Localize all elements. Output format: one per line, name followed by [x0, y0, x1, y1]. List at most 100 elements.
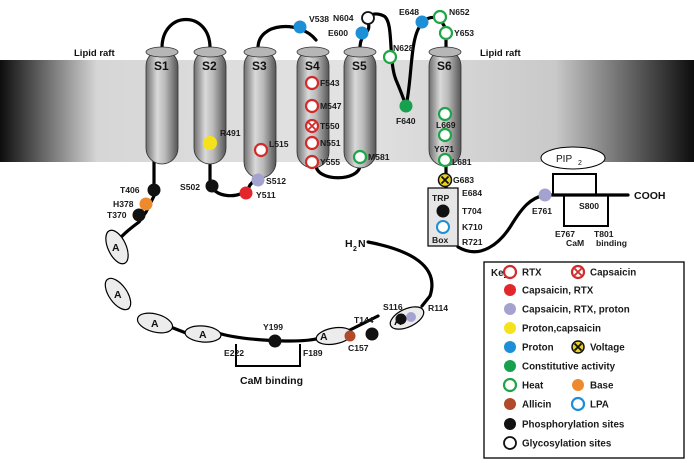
label-e600: E600 — [328, 28, 348, 38]
label-f640: F640 — [396, 116, 416, 126]
label-y555: Y555 — [320, 157, 340, 167]
label-n551: N551 — [320, 138, 341, 148]
legend-label: Allicin — [522, 400, 551, 411]
label-f189: F189 — [303, 348, 323, 358]
helix-s1: S1 — [145, 46, 179, 165]
marker-e600 — [355, 26, 369, 40]
label-e767: E767 — [555, 229, 575, 239]
label-e684: E684 — [462, 188, 482, 198]
legend-item-capsaicin-rtx-proton: Capsaicin, RTX, proton — [504, 303, 630, 316]
helix-s5-label: S5 — [352, 59, 367, 73]
label-r721: R721 — [462, 237, 483, 247]
pip2: PIP 2 — [540, 146, 606, 170]
residue-labels: T406 H378 T370 R491 S502 Y511 S512 L515 … — [107, 7, 614, 358]
cam-binding-1-label: CaM binding — [240, 375, 303, 387]
legend-label: Proton — [522, 343, 554, 354]
ankyrin-repeat-1 — [105, 229, 129, 265]
c-terminus-label: COOH — [634, 190, 666, 202]
legend-label: Capsaicin, RTX, proton — [522, 305, 630, 316]
legend-item-glycosylation-sites: Glycosylation sites — [503, 436, 612, 450]
cam-binding-2-line2: binding — [596, 238, 627, 248]
legend-label: Capsaicin, RTX — [522, 286, 594, 297]
legend-label: Voltage — [590, 343, 625, 354]
marker-l681 — [437, 152, 453, 168]
marker-t144 — [365, 327, 379, 341]
legend-label: LPA — [590, 400, 609, 411]
ankyrin-repeat-3 — [136, 312, 174, 334]
label-m547: M547 — [320, 101, 342, 111]
label-t801: T801 — [594, 229, 614, 239]
marker-m547 — [304, 98, 320, 114]
pip2-subscript: 2 — [578, 160, 582, 167]
label-s800: S800 — [579, 201, 599, 211]
legend-item-lpa: LPA — [570, 396, 609, 412]
marker-m581 — [352, 149, 368, 165]
ankyrin-label-4: A — [199, 329, 207, 341]
legend-item-phosphorylation-sites: Phosphorylation sites — [504, 418, 625, 431]
n-terminus: H 2 N — [345, 238, 366, 253]
label-f543: F543 — [320, 78, 340, 88]
ankyrin-repeats — [104, 229, 425, 346]
marker-y199 — [268, 334, 282, 348]
marker-y555 — [304, 154, 320, 170]
pip2-text: PIP — [556, 154, 572, 165]
label-t550: T550 — [320, 121, 340, 131]
marker-c157 — [344, 330, 356, 342]
marker-n628 — [382, 49, 398, 65]
helix-s3-label: S3 — [252, 59, 267, 73]
label-h378: H378 — [113, 199, 134, 209]
label-y511: Y511 — [256, 190, 276, 200]
legend-item-constitutive-activity: Constitutive activity — [504, 360, 616, 373]
legend-item-capsaicin-rtx: Capsaicin, RTX — [504, 284, 594, 297]
legend-label: Phosphorylation sites — [522, 420, 625, 431]
marker-r491 — [203, 136, 217, 150]
cam-bracket-2 — [563, 195, 609, 227]
legend-label: Capsaicin — [590, 268, 636, 279]
legend-label: Base — [590, 381, 614, 392]
marker-f640 — [399, 99, 413, 113]
marker-s512 — [251, 173, 265, 187]
marker-k710 — [436, 220, 450, 234]
label-l515: L515 — [269, 139, 289, 149]
legend-label: RTX — [522, 268, 542, 279]
pip2-bracket — [552, 173, 597, 195]
label-r114: R114 — [428, 303, 448, 313]
n-terminus-n: N — [358, 238, 366, 250]
legend-label: Constitutive activity — [522, 362, 616, 373]
label-t406: T406 — [120, 185, 140, 195]
legend-item-capsaicin: Capsaicin — [570, 264, 636, 280]
label-n628: N628 — [393, 43, 414, 53]
label-s502: S502 — [180, 182, 200, 192]
label-s512: S512 — [266, 176, 286, 186]
legend-item-proton-capsaicin: Proton,capsaicin — [504, 322, 601, 335]
marker-e648 — [415, 15, 429, 29]
label-y671: Y671 — [434, 144, 454, 154]
marker-t704 — [436, 204, 450, 218]
n-terminus-h: H — [345, 238, 353, 250]
legend-item-base: Base — [572, 379, 614, 392]
helix-s2: S2 — [193, 46, 227, 165]
label-n652: N652 — [449, 7, 470, 17]
label-y653: Y653 — [454, 28, 474, 38]
label-s116: S116 — [383, 302, 403, 312]
marker-s116 — [395, 313, 407, 325]
legend-label: Glycosylation sites — [522, 439, 612, 450]
marker-e761 — [538, 188, 552, 202]
label-v538: V538 — [309, 14, 329, 24]
label-n604: N604 — [333, 13, 354, 23]
marker-n652 — [432, 9, 448, 25]
ankyrin-labels: A A A A A A — [112, 242, 402, 343]
marker-t406 — [147, 183, 161, 197]
ankyrin-label-3: A — [151, 318, 159, 330]
label-l681: L681 — [452, 157, 472, 167]
legend-label: Heat — [522, 381, 544, 392]
ankyrin-repeat-4 — [184, 325, 222, 343]
label-m581: M581 — [368, 152, 390, 162]
label-t370: T370 — [107, 210, 127, 220]
cam-binding-2-line1: CaM — [566, 238, 584, 248]
label-e761: E761 — [532, 206, 552, 216]
lipid-raft-right-label: Lipid raft — [480, 48, 521, 59]
